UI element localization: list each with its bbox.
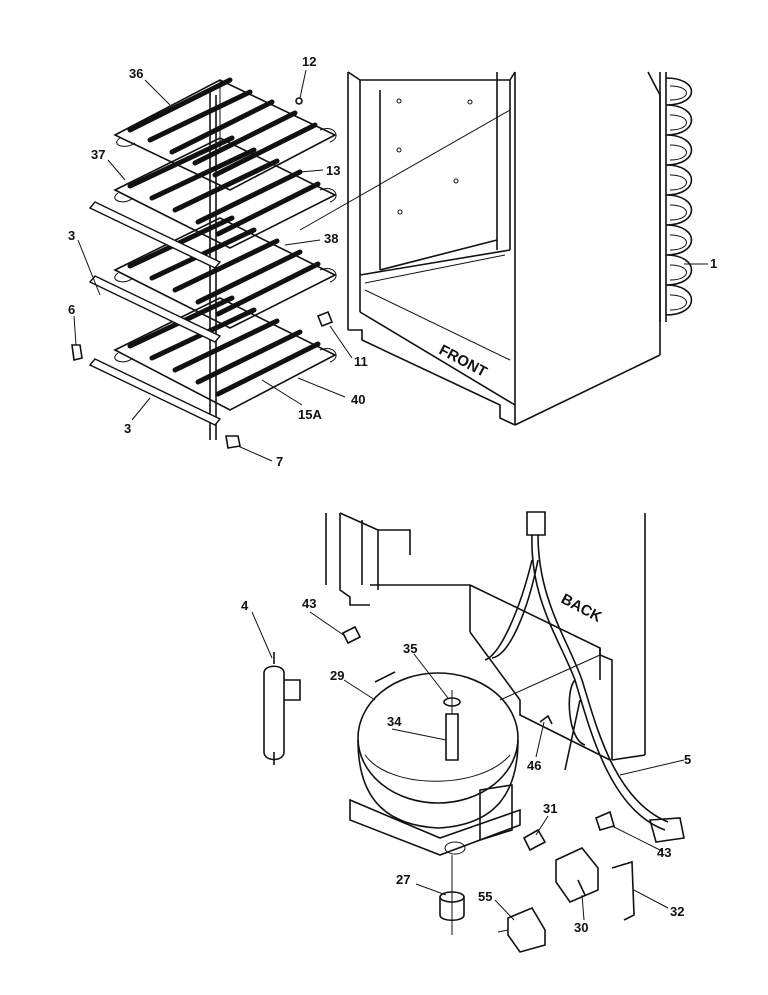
callout-12: 12 <box>302 54 316 69</box>
screw-46 <box>539 714 553 725</box>
callout-3-lower: 3 <box>124 421 131 436</box>
compressor <box>349 671 521 935</box>
callout-37: 37 <box>91 147 105 162</box>
callout-4: 4 <box>241 598 249 613</box>
shelf-36 <box>113 77 337 196</box>
drier <box>263 652 301 765</box>
callout-11: 11 <box>354 354 368 369</box>
callout-46: 46 <box>527 758 541 773</box>
front-label: FRONT <box>436 342 490 381</box>
relay-assembly <box>522 828 599 903</box>
callout-55: 55 <box>478 889 492 904</box>
callout-32: 32 <box>670 904 684 919</box>
bracket-43-upper <box>341 625 362 645</box>
shelf-37 <box>113 135 337 249</box>
callout-5: 5 <box>684 752 691 767</box>
cover-55 <box>507 906 546 953</box>
callout-36: 36 <box>129 66 143 81</box>
back-label: BACK <box>558 591 604 626</box>
bracket-43-lower <box>595 810 615 831</box>
callout-34: 34 <box>387 714 402 729</box>
callout-13: 13 <box>326 163 340 178</box>
condenser-coil <box>659 72 693 322</box>
evaporator-shelves <box>71 77 337 449</box>
grommet <box>439 891 465 922</box>
callout-40: 40 <box>351 392 365 407</box>
callout-31: 31 <box>543 801 557 816</box>
callout-27: 27 <box>396 872 410 887</box>
callout-38: 38 <box>324 231 338 246</box>
callout-7: 7 <box>276 454 283 469</box>
callout-15a: 15A <box>298 407 322 422</box>
leader-lines-top <box>73 69 708 462</box>
leader-lines-bottom <box>251 611 685 921</box>
clip-32 <box>611 860 635 921</box>
callout-35: 35 <box>403 641 417 656</box>
callout-43-upper: 43 <box>302 596 316 611</box>
callout-29: 29 <box>330 668 344 683</box>
callout-1: 1 <box>710 256 717 271</box>
machine-compartment <box>325 512 646 761</box>
callout-6: 6 <box>68 302 75 317</box>
callout-43-lower: 43 <box>657 845 671 860</box>
power-cord <box>484 511 685 843</box>
callout-30: 30 <box>574 920 588 935</box>
callout-3-upper: 3 <box>68 228 75 243</box>
